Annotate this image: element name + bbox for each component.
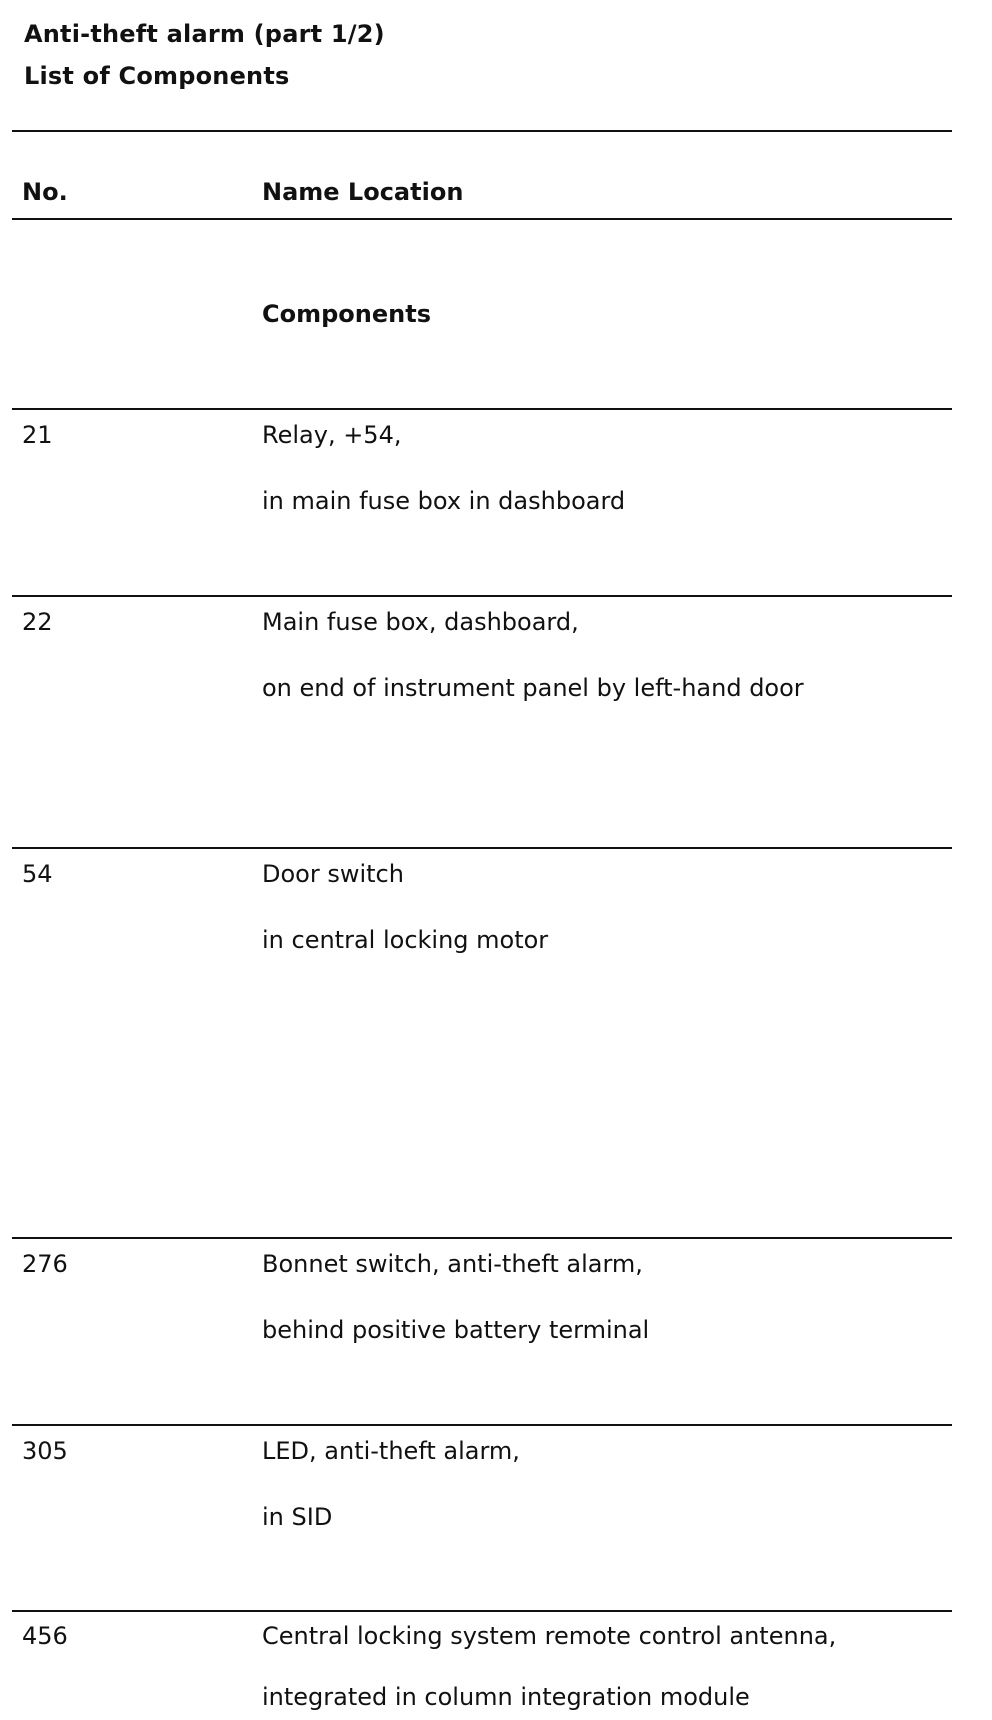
header-no: No. [22, 178, 68, 206]
document-title: Anti-theft alarm (part 1/2) [24, 20, 385, 48]
top-rule [12, 130, 952, 132]
row-location: in SID [262, 1503, 333, 1531]
row-rule [12, 595, 952, 597]
row-rule [12, 408, 952, 410]
row-number: 276 [22, 1250, 68, 1278]
row-number: 54 [22, 860, 53, 888]
row-number: 22 [22, 608, 53, 636]
row-name: Bonnet switch, anti-theft alarm, [262, 1250, 643, 1278]
row-location: behind positive battery terminal [262, 1316, 650, 1344]
row-location: in main fuse box in dashboard [262, 487, 626, 515]
row-location: in central locking motor [262, 926, 549, 954]
header-rule [12, 218, 952, 220]
row-name: Central locking system remote control an… [262, 1622, 837, 1650]
row-location: on end of instrument panel by left-hand … [262, 674, 804, 702]
row-rule [12, 847, 952, 849]
row-name: Relay, +54, [262, 421, 402, 449]
row-name: Door switch [262, 860, 404, 888]
section-label: Components [262, 300, 431, 328]
row-number: 305 [22, 1437, 68, 1465]
row-number: 456 [22, 1622, 68, 1650]
row-rule [12, 1237, 952, 1239]
row-rule [12, 1610, 952, 1612]
row-name: LED, anti-theft alarm, [262, 1437, 520, 1465]
row-rule [12, 1424, 952, 1426]
row-number: 21 [22, 421, 53, 449]
header-name-location: Name Location [262, 178, 464, 206]
row-name: Main fuse box, dashboard, [262, 608, 579, 636]
document-subtitle: List of Components [24, 62, 290, 90]
row-location: integrated in column integration module [262, 1683, 750, 1711]
